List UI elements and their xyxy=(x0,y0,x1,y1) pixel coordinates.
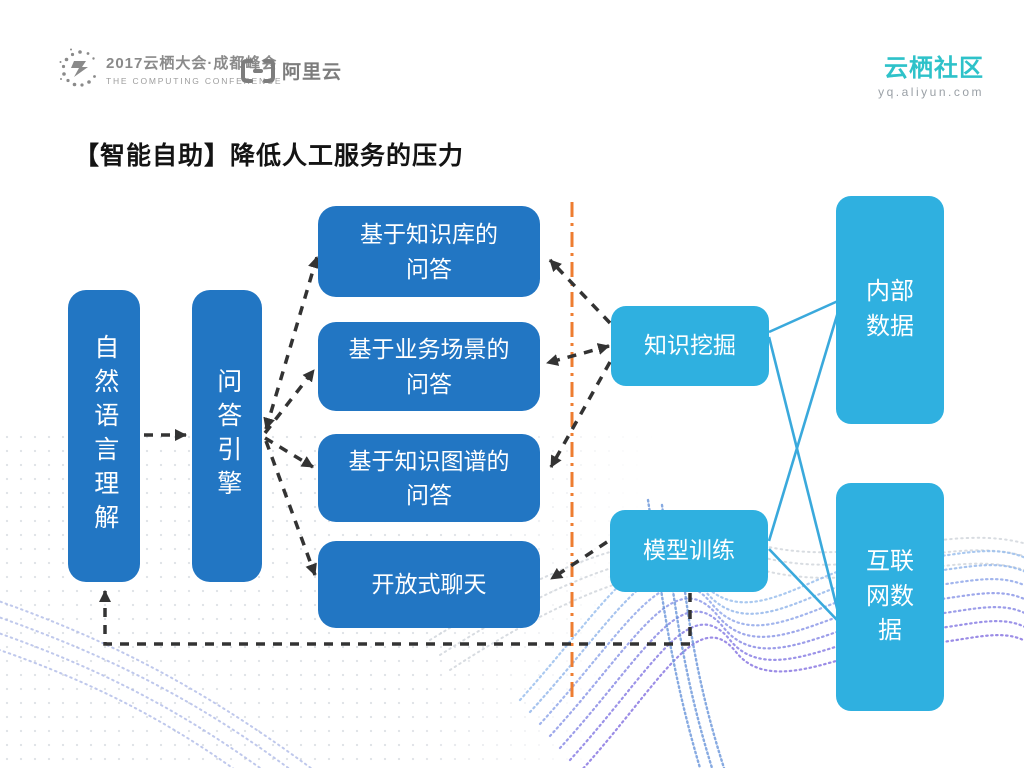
node-label: 互联 网数 据 xyxy=(866,547,914,645)
node-knowledge-mining: 知识挖掘 xyxy=(611,306,769,386)
community-logo: 云栖社区 yq.aliyun.com xyxy=(878,48,984,99)
node-business-scene-qa: 基于业务场景的 问答 xyxy=(318,322,540,411)
node-internal-data: 内部 数据 xyxy=(836,196,944,424)
community-name: 云栖社区 xyxy=(884,55,984,82)
node-label: 基于知识图谱的 问答 xyxy=(348,447,510,509)
conference-logo-text: 2017云栖大会·成都峰会 THE COMPUTING CONFERENCE xyxy=(106,52,282,86)
node-knowledge-graph-qa: 基于知识图谱的 问答 xyxy=(318,434,540,522)
aliyun-name: 阿里云 xyxy=(282,62,343,83)
node-label: 基于业务场景的 问答 xyxy=(348,336,510,397)
data-source-links xyxy=(767,299,840,622)
node-knowledge-base-qa: 基于知识库的 问答 xyxy=(318,206,540,297)
node-qa-engine: 问答引擎 xyxy=(192,290,262,582)
conference-name: 2017云栖大会·成都峰会 xyxy=(106,55,278,72)
computing-conference-logo-icon xyxy=(59,48,96,87)
arrow-engine-scene xyxy=(263,368,316,435)
node-natural-language-understanding: 自然语言理解 xyxy=(68,290,140,582)
aliyun-brackets-icon xyxy=(241,58,275,83)
arrow-engine-kb xyxy=(263,256,320,430)
aliyun-logo: 阿里云 xyxy=(240,57,342,84)
arrow-training-chat xyxy=(550,540,608,581)
node-label: 知识挖掘 xyxy=(644,332,736,359)
node-label: 开放式聊天 xyxy=(371,571,487,598)
community-url: yq.aliyun.com xyxy=(878,85,984,99)
node-internet-data: 互联 网数 据 xyxy=(836,483,944,711)
arrow-feedback-loop xyxy=(99,590,692,646)
conference-subtitle: THE COMPUTING CONFERENCE xyxy=(106,76,283,86)
node-label: 自然语言理解 xyxy=(90,334,119,538)
node-label: 问答引擎 xyxy=(213,368,242,504)
node-open-chat: 开放式聊天 xyxy=(318,541,540,628)
node-label: 基于知识库的 问答 xyxy=(360,221,498,282)
node-label: 内部 数据 xyxy=(866,278,914,340)
arrow-engine-chat xyxy=(264,440,317,576)
arrow-mining-scene xyxy=(546,343,610,366)
arrow-mining-graph xyxy=(549,361,612,468)
slide-title: 【智能自助】降低人工服务的压力 xyxy=(74,142,465,170)
node-model-training: 模型训练 xyxy=(610,510,768,592)
arrow-mining-kb xyxy=(548,258,612,325)
node-label: 模型训练 xyxy=(643,537,735,564)
